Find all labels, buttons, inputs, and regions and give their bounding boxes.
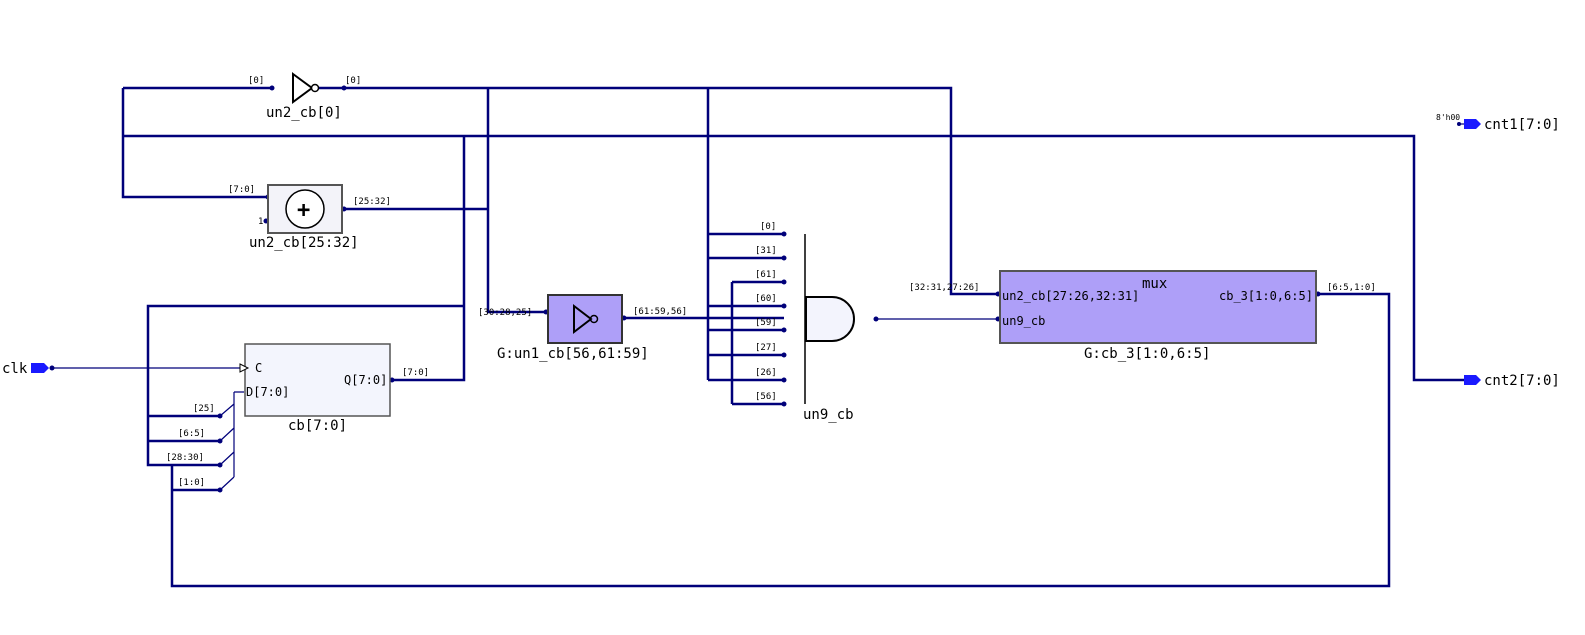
reg-clk-pin: C xyxy=(255,361,262,375)
inverter-icon xyxy=(292,72,314,104)
wire-left-loop[interactable] xyxy=(146,304,464,467)
and-in-label: [0] xyxy=(760,222,776,232)
and-in-label: [59] xyxy=(755,318,777,328)
and-in-label: [61] xyxy=(755,270,777,280)
mux-out-label: [6:5,1:0] xyxy=(1327,283,1376,293)
mux-in1-pin: un2_cb[27:26,32:31] xyxy=(1002,289,1139,303)
wire-cb-bus[interactable] xyxy=(123,134,1464,382)
inverter-icon xyxy=(573,303,593,335)
plus-icon xyxy=(285,189,325,229)
cnt1-const-label: 8'h00 xyxy=(1436,113,1460,122)
reg-name: cb[7:0] xyxy=(288,418,347,434)
dtap-label: [6:5] xyxy=(178,429,205,439)
mux-title: mux xyxy=(1142,276,1167,292)
mux-out-pin: cb_3[1:0,6:5] xyxy=(1219,289,1313,303)
mux-cb3[interactable]: mux un2_cb[27:26,32:31] un9_cb cb_3[1:0,… xyxy=(909,270,1376,362)
and-in-label: [26] xyxy=(755,368,777,378)
adder-in-label: [7:0] xyxy=(228,185,255,195)
adder-symbol: + xyxy=(297,198,310,223)
wire-v488[interactable] xyxy=(486,88,548,314)
adder-out-label: [25:32] xyxy=(353,197,391,207)
register-cb[interactable]: C D[7:0] Q[7:0] [7:0] cb[7:0] xyxy=(239,343,429,434)
reg-d-pin: D[7:0] xyxy=(246,385,289,399)
dtap-label: [25] xyxy=(193,404,215,414)
reg-q-pin: Q[7:0] xyxy=(344,373,387,387)
port-clk-label: clk xyxy=(2,361,28,377)
clock-pin-icon xyxy=(239,363,250,373)
mux-in-label: [32:31,27:26] xyxy=(909,283,979,293)
d-input-taps: [25] [6:5] [28:30] [1:0] xyxy=(166,404,215,488)
output-port-arrow-icon xyxy=(1464,375,1481,385)
inverter-un2-cb0[interactable]: [0] [0] un2_cb[0] xyxy=(248,72,361,121)
mux-in2-pin: un9_cb xyxy=(1002,314,1045,328)
port-clk[interactable]: clk xyxy=(2,361,49,377)
adder-un2-cb[interactable]: + [7:0] 1 [25:32] un2_cb[25:32] xyxy=(228,184,391,251)
invgroup-name: G:un1_cb[56,61:59] xyxy=(497,346,649,362)
output-port-arrow-icon xyxy=(1464,119,1481,129)
adder-name: un2_cb[25:32] xyxy=(249,235,359,251)
input-port-arrow-icon xyxy=(31,363,49,373)
adder-const-in: 1 xyxy=(258,217,263,227)
and-name: un9_cb xyxy=(803,407,854,423)
mux-name: G:cb_3[1:0,6:5] xyxy=(1084,346,1210,362)
wire-dtap-fan[interactable] xyxy=(219,391,244,491)
and-gate-un9-cb[interactable]: [0] [31] [61] [60] [59] [27] [26] [56] u… xyxy=(755,222,855,423)
invgroup-in-label: [30:28,25] xyxy=(478,308,532,318)
and-in-label: [56] xyxy=(755,392,777,402)
and-in-label: [27] xyxy=(755,343,777,353)
dtap-label: [1:0] xyxy=(178,478,205,488)
wires xyxy=(52,86,1464,588)
wire-cb-bus-left[interactable] xyxy=(121,88,268,199)
and-gate-icon xyxy=(805,296,855,342)
port-cnt2-label: cnt2[7:0] xyxy=(1484,373,1560,389)
inv0-name: un2_cb[0] xyxy=(266,105,342,121)
invgroup-out-label: [61:59,56] xyxy=(633,307,687,317)
wire-reg-q[interactable] xyxy=(392,136,466,382)
inv0-out-label: [0] xyxy=(345,76,361,86)
wire-inv0-out[interactable] xyxy=(318,86,998,296)
inv0-in-label: [0] xyxy=(248,76,264,86)
and-in-label: [31] xyxy=(755,246,777,256)
port-cnt1-label: cnt1[7:0] xyxy=(1484,117,1560,133)
and-in-label: [60] xyxy=(755,294,777,304)
dtap-label: [28:30] xyxy=(166,453,204,463)
reg-q-label: [7:0] xyxy=(402,368,429,378)
port-cnt1[interactable]: 8'h00 cnt1[7:0] xyxy=(1436,113,1560,133)
wire-mux-out[interactable] xyxy=(170,292,1391,588)
port-cnt2[interactable]: cnt2[7:0] xyxy=(1464,373,1560,389)
inverter-group-un1-cb[interactable]: [30:28,25] [61:59,56] G:un1_cb[56,61:59] xyxy=(478,294,687,362)
